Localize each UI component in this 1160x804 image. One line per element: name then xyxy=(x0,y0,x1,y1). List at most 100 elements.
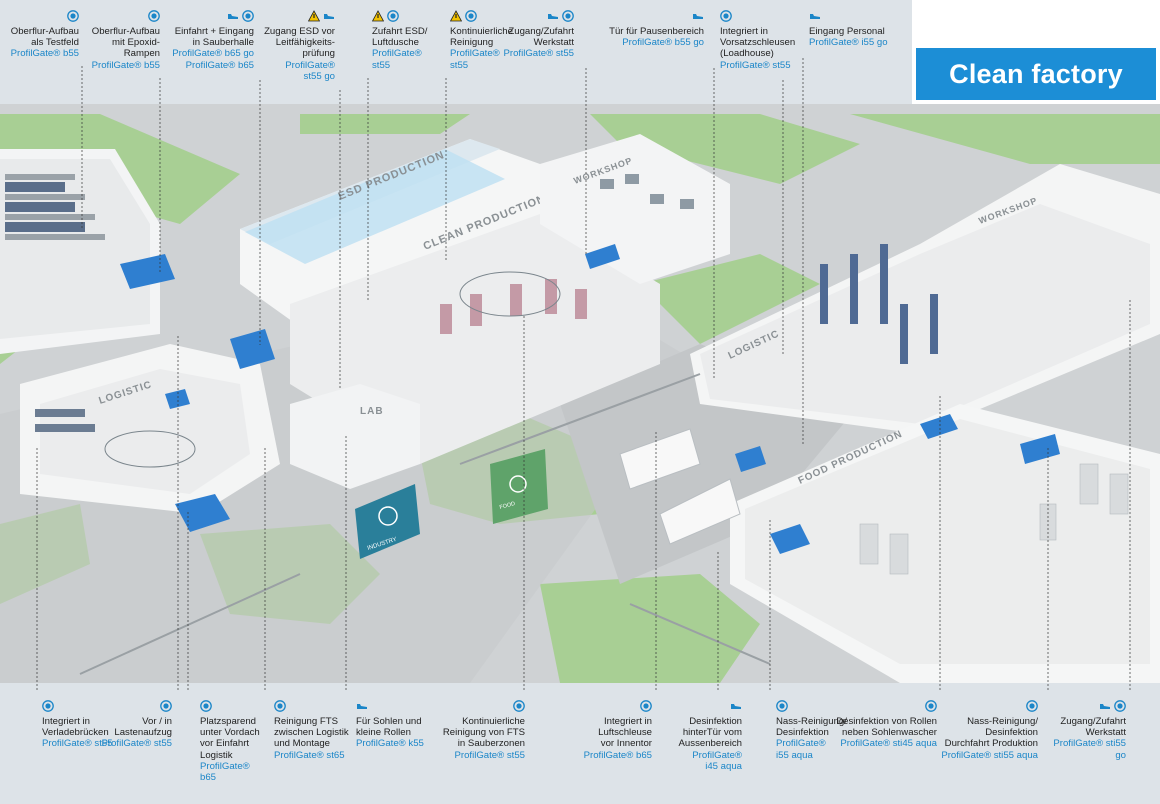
callout-product: ProfilGate® b65 go ProfilGate® b65 xyxy=(172,48,254,71)
page-title: Clean factory xyxy=(949,59,1123,89)
shoe-icon xyxy=(731,704,741,709)
callout-text: Nass-Reinigung/ Desinfektion xyxy=(776,716,847,739)
profilgate-icon xyxy=(148,10,160,22)
food-sign: FOOD xyxy=(490,449,548,524)
bottom-callout: Für Sohlen und kleine Rollen ProfilGate®… xyxy=(356,700,426,750)
callout-text: Einfahrt + Eingang in Sauberhalle xyxy=(174,26,254,49)
shoe-icon xyxy=(548,14,558,19)
bottom-callout: Vor / in Lastenaufzug ProfilGate® st55 xyxy=(87,700,172,750)
bottom-callout: Reinigung FTS zwischen Logistik und Mont… xyxy=(274,700,354,761)
top-callout: Zufahrt ESD/ Luftdusche ProfilGate® st55 xyxy=(372,10,442,71)
profilgate-icon xyxy=(1114,700,1126,712)
callout-product: ProfilGate® sti55 aqua xyxy=(941,749,1038,761)
callout-product: ProfilGate® st55 xyxy=(101,738,172,750)
bottom-callout: Nass-Reinigung/ Desinfektion Durchfahrt … xyxy=(928,700,1038,761)
shoe-icon xyxy=(357,704,367,709)
callout-product: ProfilGate® b65 xyxy=(583,749,652,761)
bottom-callout-panel xyxy=(0,683,1160,804)
top-callout: Eingang Personal ProfilGate® i55 go xyxy=(809,10,899,48)
profilgate-icon xyxy=(274,700,286,712)
bottom-callout: Integriert in Luftschleuse vor Innentor … xyxy=(567,700,652,761)
callout-text: Reinigung FTS zwischen Logistik und Mont… xyxy=(274,716,349,750)
shoe-icon xyxy=(228,14,238,19)
profilgate-icon xyxy=(200,700,212,712)
bottom-callout: Desinfektion von Rollen neben Sohlenwasc… xyxy=(817,700,937,750)
callout-text: Integriert in Luftschleuse vor Innentor xyxy=(598,716,652,750)
callout-product: ProfilGate® st55 xyxy=(450,48,500,71)
shoe-icon xyxy=(1100,704,1110,709)
bottom-callout: Platzsparend unter Vordach vor Einfahrt … xyxy=(200,700,265,783)
callout-text: Zugang/Zufahrt Werkstatt xyxy=(1060,716,1126,739)
callout-product: ProfilGate® b55 xyxy=(10,48,79,60)
profilgate-icon xyxy=(925,700,937,712)
callout-text: Desinfektion von Rollen neben Sohlenwasc… xyxy=(836,716,937,739)
profilgate-icon xyxy=(242,10,254,22)
profilgate-icon xyxy=(42,700,54,712)
callout-text: Integriert in Vorsatzschleusen (Loadhous… xyxy=(720,26,796,60)
shoe-icon xyxy=(324,14,334,19)
callout-text: Kontinuierliche Reinigung von FTS in Sau… xyxy=(442,716,525,750)
callout-product: ProfilGate® st55 xyxy=(372,48,422,71)
callout-text: Zugang ESD vor Leitfähigkeits- prüfung xyxy=(264,26,335,60)
callout-text: Tür für Pausenbereich xyxy=(609,26,704,37)
callout-product: ProfilGate® st55 xyxy=(42,738,113,750)
callout-product: ProfilGate® sti45 aqua xyxy=(840,738,937,750)
esd-warning-icon xyxy=(450,10,462,22)
bottom-callout: Kontinuierliche Reinigung von FTS in Sau… xyxy=(425,700,525,761)
profilgate-icon xyxy=(387,10,399,22)
factory-illustration: ESD PRODUCTION CLEAN PRODUCTION WORKSHOP… xyxy=(0,104,1160,683)
callout-product: ProfilGate® sti55 go xyxy=(1053,738,1126,761)
callout-text: Integriert in Verladebrücken xyxy=(42,716,109,739)
lab-label: LAB xyxy=(360,406,384,417)
profilgate-icon xyxy=(513,700,525,712)
profilgate-icon xyxy=(562,10,574,22)
bottom-callout: Nass-Reinigung/ Desinfektion ProfilGate®… xyxy=(776,700,856,761)
bottom-callout: Zugang/Zufahrt Werkstatt ProfilGate® sti… xyxy=(1041,700,1126,761)
callout-text: Platzsparend unter Vordach vor Einfahrt … xyxy=(200,716,260,761)
bottom-callout: Integriert in Verladebrücken ProfilGate®… xyxy=(42,700,132,750)
truck-illustration xyxy=(619,428,741,545)
shoe-icon xyxy=(693,14,703,19)
callout-text: Kontinuierliche Reinigung xyxy=(450,26,513,49)
top-callout: Integriert in Vorsatzschleusen (Loadhous… xyxy=(720,10,805,71)
callout-text: Nass-Reinigung/ Desinfektion Durchfahrt … xyxy=(944,716,1038,750)
top-callout: Zugang ESD vor Leitfähigkeits- prüfung P… xyxy=(255,10,335,82)
callout-text: Zugang/Zufahrt Werkstatt xyxy=(508,26,574,49)
bottom-callout: Desinfektion hinterTür vom Aussenbereich… xyxy=(662,700,742,772)
callout-product: ProfilGate® b65 xyxy=(200,760,250,784)
callout-text: Desinfektion hinterTür vom Aussenbereich xyxy=(678,716,742,750)
title-banner xyxy=(916,48,1156,100)
top-callout: Oberflur-Aufbau mit Epoxid- Rampen Profi… xyxy=(80,10,160,71)
callout-text: Eingang Personal xyxy=(809,26,885,37)
callout-product: ProfilGate® i55 aqua xyxy=(776,738,826,761)
shoe-icon xyxy=(810,14,820,19)
callout-text: Oberflur-Aufbau als Testfeld xyxy=(10,26,79,49)
esd-warning-icon xyxy=(308,10,320,22)
callout-product: ProfilGate® k55 xyxy=(356,738,424,750)
callout-text: Für Sohlen und kleine Rollen xyxy=(356,716,422,739)
profilgate-icon xyxy=(720,10,732,22)
profilgate-icon xyxy=(776,700,788,712)
callout-text: Vor / in Lastenaufzug xyxy=(114,716,172,739)
callout-text: Oberflur-Aufbau mit Epoxid- Rampen xyxy=(91,26,160,60)
callout-text: Zufahrt ESD/ Luftdusche xyxy=(372,26,428,49)
profilgate-icon xyxy=(67,10,79,22)
callout-product: ProfilGate® st55 xyxy=(503,48,574,60)
callout-product: ProfilGate® st55 xyxy=(454,749,525,761)
top-callout: Oberflur-Aufbau als Testfeld ProfilGate®… xyxy=(0,10,79,60)
callout-product: ProfilGate® st65 xyxy=(274,749,345,761)
profilgate-icon xyxy=(1026,700,1038,712)
callout-product: ProfilGate® st55 go xyxy=(285,59,335,82)
food-sign-label: FOOD xyxy=(499,501,516,511)
callout-product: ProfilGate® i45 aqua xyxy=(692,749,742,772)
top-callout: Tür für Pausenbereich ProfilGate® b55 go xyxy=(584,10,704,48)
profilgate-icon xyxy=(640,700,652,712)
top-callout: Zugang/Zufahrt Werkstatt ProfilGate® st5… xyxy=(484,10,574,60)
profilgate-icon xyxy=(465,10,477,22)
top-callout: Kontinuierliche Reinigung ProfilGate® st… xyxy=(450,10,530,71)
callout-product: ProfilGate® st55 xyxy=(720,59,791,71)
top-callout: Einfahrt + Eingang in Sauberhalle Profil… xyxy=(154,10,254,71)
profilgate-icon xyxy=(160,700,172,712)
esd-warning-icon xyxy=(372,10,384,22)
